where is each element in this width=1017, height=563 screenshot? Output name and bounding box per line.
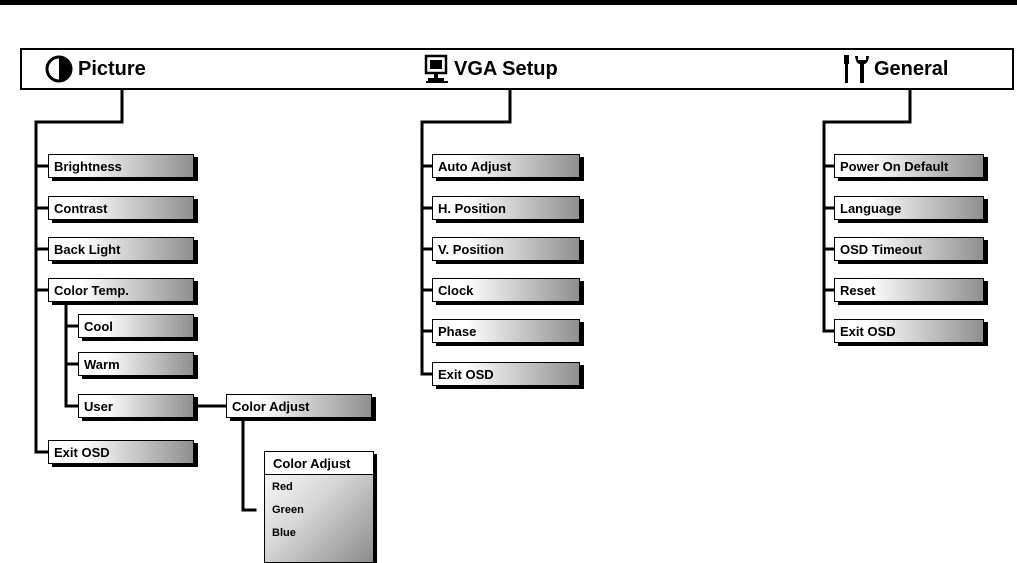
- contrast-icon: [45, 55, 73, 83]
- language-item[interactable]: Language: [834, 196, 984, 220]
- picture-tab-label: Picture: [78, 57, 146, 80]
- back-light-item[interactable]: Back Light: [48, 237, 194, 261]
- top-rule: [0, 0, 1017, 5]
- brightness-item[interactable]: Brightness: [48, 154, 194, 178]
- color-adjust-panel: Color Adjust Red Green Blue: [264, 451, 374, 563]
- color-adjust-item[interactable]: Color Adjust: [226, 394, 372, 418]
- user-option[interactable]: User: [78, 394, 194, 418]
- color-adjust-panel-title: Color Adjust: [265, 452, 373, 475]
- v-position-item[interactable]: V. Position: [432, 237, 580, 261]
- reset-item[interactable]: Reset: [834, 278, 984, 302]
- cool-option[interactable]: Cool: [78, 314, 194, 338]
- general-tab-label: General: [874, 57, 949, 80]
- general-exit-osd-item[interactable]: Exit OSD: [834, 319, 984, 343]
- picture-exit-osd-item[interactable]: Exit OSD: [48, 440, 194, 464]
- red-row[interactable]: Red: [272, 480, 293, 493]
- auto-adjust-item[interactable]: Auto Adjust: [432, 154, 580, 178]
- monitor-icon: [424, 54, 448, 83]
- h-position-item[interactable]: H. Position: [432, 196, 580, 220]
- warm-option[interactable]: Warm: [78, 352, 194, 376]
- clock-item[interactable]: Clock: [432, 278, 580, 302]
- tools-icon: [844, 55, 869, 83]
- vga-setup-tab-label: VGA Setup: [454, 57, 558, 80]
- color-temp-item[interactable]: Color Temp.: [48, 278, 194, 302]
- green-row[interactable]: Green: [272, 503, 304, 516]
- vga-setup-tab[interactable]: VGA Setup: [424, 50, 558, 88]
- picture-tab[interactable]: Picture: [44, 50, 146, 88]
- general-tab[interactable]: General: [842, 50, 948, 88]
- osd-timeout-item[interactable]: OSD Timeout: [834, 237, 984, 261]
- phase-item[interactable]: Phase: [432, 319, 580, 343]
- power-on-default-item[interactable]: Power On Default: [834, 154, 984, 178]
- contrast-item[interactable]: Contrast: [48, 196, 194, 220]
- vga-exit-osd-item[interactable]: Exit OSD: [432, 362, 580, 386]
- blue-row[interactable]: Blue: [272, 526, 296, 539]
